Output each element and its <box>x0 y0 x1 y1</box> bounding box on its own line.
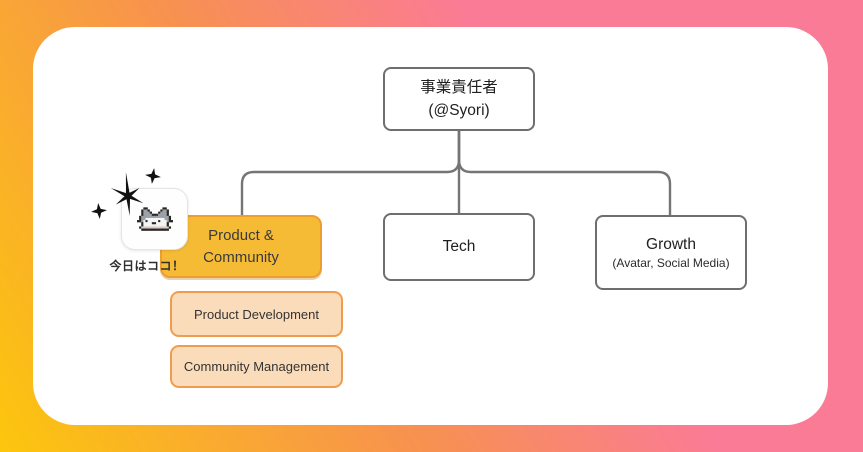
node-growth-sublabel: (Avatar, Social Media) <box>612 256 730 271</box>
node-growth: Growth (Avatar, Social Media) <box>595 215 747 290</box>
node-product-development: Product Development <box>170 291 343 337</box>
node-tech: Tech <box>383 213 535 281</box>
callout-label: 今日はココ！ <box>109 259 185 273</box>
node-community-management: Community Management <box>170 345 343 388</box>
node-tech-label: Tech <box>442 238 476 256</box>
node-product-community-line2: Community <box>203 248 279 266</box>
avatar-card <box>121 188 188 250</box>
node-growth-label: Growth <box>646 236 696 254</box>
node-community-management-label: Community Management <box>183 359 330 374</box>
cat-avatar-icon <box>136 207 173 231</box>
node-product-development-label: Product Development <box>193 306 319 322</box>
node-root: 事業責任者 (@Syori) <box>383 67 535 131</box>
node-root-subtitle: (@Syori) <box>428 102 490 119</box>
node-product-community-line1: Product & <box>208 226 274 244</box>
node-root-title: 事業責任者 <box>420 78 498 96</box>
